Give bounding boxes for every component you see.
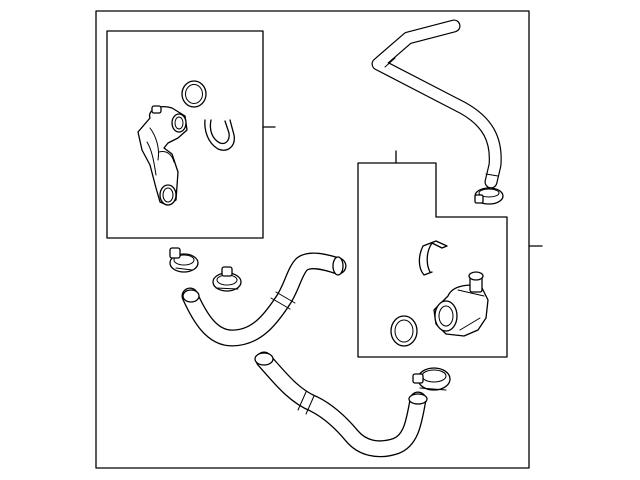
hose-clamp: [412, 367, 451, 391]
o-ring-seal: [390, 315, 418, 347]
thermostat-housing-left: [137, 105, 188, 206]
inset-box-left: [106, 30, 276, 239]
retaining-clip: [204, 119, 235, 151]
hose-clamp: [169, 247, 199, 273]
thermostat-housing-right: [433, 271, 489, 337]
hose-clamp: [212, 266, 242, 292]
outer-frame: [95, 10, 543, 469]
inset-box-right: [357, 150, 508, 358]
bypass-tube: [371, 19, 502, 189]
o-ring-seal: [181, 80, 207, 108]
retaining-clip: [418, 240, 448, 276]
lower-hose: [181, 252, 347, 347]
hose-clamp: [474, 187, 504, 205]
upper-hose: [254, 351, 428, 458]
